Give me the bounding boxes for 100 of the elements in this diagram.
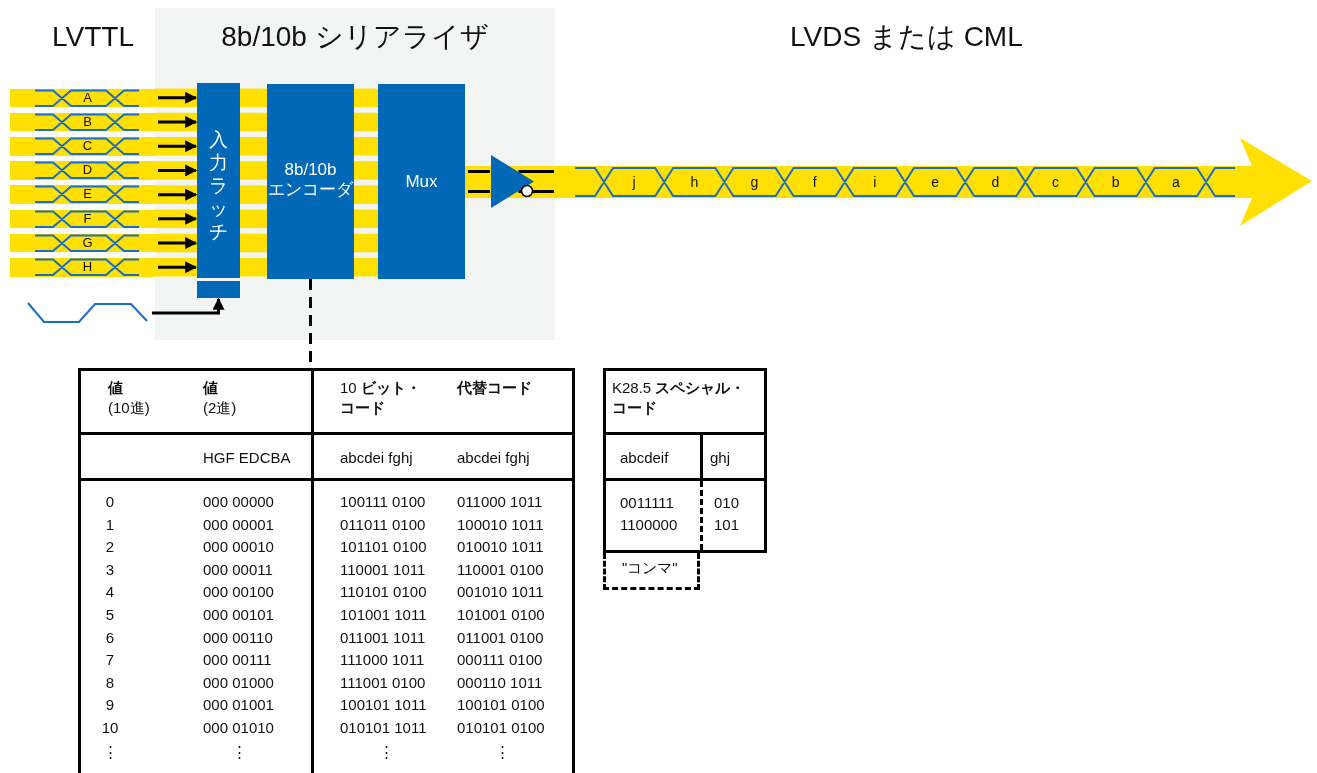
- table-text: 001010 1011: [457, 582, 544, 603]
- block-label: Mux: [404, 172, 439, 192]
- table-text: 3: [104, 559, 116, 580]
- table-text: 代替コード: [457, 378, 533, 398]
- table-text: 000 01010: [203, 718, 274, 738]
- table-text: 101001 1011: [340, 605, 427, 625]
- table-text: 000 00101: [203, 605, 274, 625]
- signal-band: [10, 137, 155, 156]
- table-text: 000 00010: [203, 537, 274, 558]
- table-text: 100010 1011: [457, 514, 544, 535]
- table-text: 0011111: [620, 493, 674, 513]
- table-text: abcdei fghj: [457, 448, 530, 468]
- table-text: 5: [104, 605, 116, 625]
- table-text: abcdeif: [620, 448, 669, 468]
- box-label: "コンマ": [622, 558, 678, 578]
- table-text: 110101 0100: [340, 582, 427, 603]
- table-text: 8: [104, 672, 116, 693]
- arrow: [158, 164, 198, 177]
- table-text: 000 00111: [203, 650, 272, 671]
- table-text: 110001 0100: [457, 559, 544, 580]
- arrow: [158, 261, 198, 274]
- table-text: 111000 1011: [340, 650, 425, 671]
- bit-label: e: [930, 173, 940, 192]
- signal-band: [10, 161, 155, 180]
- table-text: 4: [104, 582, 116, 603]
- table-text: 111001 0100: [340, 672, 426, 693]
- table-text: 7: [104, 650, 116, 671]
- driver-triangle: [491, 155, 535, 208]
- table-text: 010: [714, 493, 740, 513]
- table-text: 9: [104, 695, 116, 716]
- signal-line: [518, 190, 554, 193]
- table-text: 6: [104, 627, 116, 648]
- signal-label: F: [82, 209, 93, 228]
- bit-label: j: [631, 173, 637, 192]
- arrow: [158, 212, 198, 225]
- table-text: 100101 1011: [340, 695, 427, 716]
- table-text: 10: [100, 718, 120, 738]
- table-text: 000 00110: [203, 627, 273, 648]
- table-text: 000 00100: [203, 582, 274, 603]
- arrow: [158, 237, 198, 250]
- table-text: 101001 0100: [457, 605, 545, 625]
- table-text: ⋮: [101, 742, 119, 762]
- signal-band: [10, 185, 155, 204]
- table-text: 100101 0100: [457, 695, 545, 716]
- arrow: [158, 116, 198, 129]
- table-text: 1: [104, 514, 116, 535]
- serializer-panel: [155, 8, 555, 340]
- signal-label: H: [81, 258, 94, 276]
- block-label: 8b/10b エンコーダ: [267, 160, 354, 200]
- panel-title: 8b/10b シリアライザ: [220, 20, 490, 54]
- heading: LVTTL: [52, 20, 134, 54]
- signal-label: D: [81, 161, 94, 180]
- signal-label: C: [81, 137, 94, 155]
- signal-band: [10, 112, 155, 132]
- bit-label: c: [1051, 173, 1060, 192]
- encoder-block: [267, 84, 354, 279]
- signal-label: G: [81, 233, 94, 252]
- signal-label: E: [82, 185, 93, 204]
- bit-label: f: [811, 173, 818, 192]
- arrow: [158, 188, 198, 201]
- latch-block: [197, 83, 240, 278]
- table-text: 010101 1011: [340, 718, 427, 738]
- table-text: 000 01001: [203, 695, 274, 716]
- arrow: [152, 297, 225, 315]
- table-text: HGF EDCBA: [203, 448, 291, 468]
- signal-line: [468, 190, 490, 193]
- clock-waveform-drawing: [26, 301, 150, 325]
- bit-label: g: [749, 173, 760, 192]
- table-text: 10 ビット・コード: [340, 378, 422, 418]
- special-code-table: [603, 368, 767, 553]
- signal-band: [10, 258, 155, 277]
- table-text: 100111 0100: [340, 492, 426, 512]
- table-text: ⋮: [493, 742, 511, 762]
- table-text: 010101 0100: [457, 718, 545, 738]
- signal-line: [518, 170, 554, 173]
- table-text: 値 (10進): [108, 378, 151, 418]
- bit-label: a: [1171, 173, 1181, 192]
- table-text: K28.5 スペシャル・コード: [612, 378, 747, 418]
- bit-label: i: [872, 173, 878, 192]
- signal-label: B: [82, 112, 93, 131]
- table-text: 101101 0100: [340, 537, 427, 558]
- comma-box: [603, 553, 700, 590]
- table-text: 000 00001: [203, 514, 274, 535]
- table-text: 000 00011: [203, 559, 273, 580]
- table-text: 000111 0100: [457, 650, 543, 671]
- bit-label: b: [1110, 173, 1121, 192]
- arrow: [158, 91, 198, 104]
- table-text: 2: [104, 537, 116, 558]
- signal-line: [468, 170, 490, 173]
- signal-band: [10, 88, 155, 108]
- bit-label: d: [990, 173, 1001, 192]
- table-text: 110001 1011: [340, 559, 426, 580]
- arrow: [158, 140, 198, 153]
- table-text: 101: [714, 515, 740, 535]
- table-text: 011011 0100: [340, 514, 426, 535]
- serial-stream-arrow: [555, 138, 1312, 226]
- table-text: 000 00000: [203, 492, 274, 512]
- block-label: 入力ラッチ: [208, 128, 229, 243]
- table-text: 0: [104, 492, 116, 512]
- code-table: [78, 368, 575, 773]
